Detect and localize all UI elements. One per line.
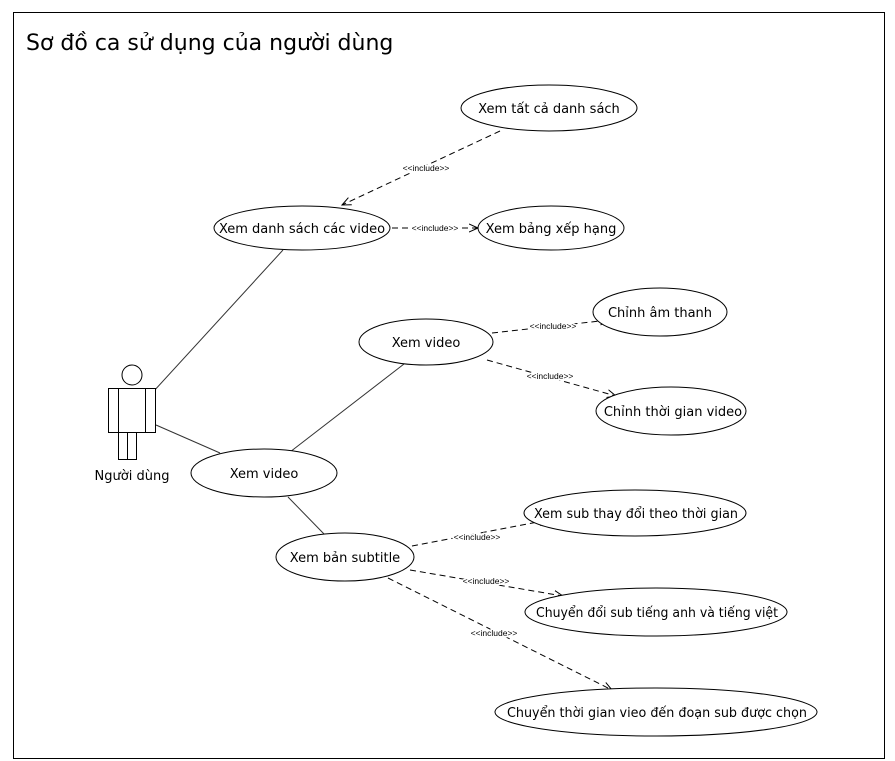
diagram-title: Sơ đồ ca sử dụng của người dùng xyxy=(26,31,393,56)
use-case-view-subtitle[interactable] xyxy=(275,532,415,582)
actor-user xyxy=(108,364,156,460)
use-case-label: Chuyển đổi sub tiếng anh và tiếng việt xyxy=(536,606,778,621)
include-arrow xyxy=(486,359,616,396)
use-case-view-video-list[interactable] xyxy=(213,205,391,251)
association-watch-video-subtitle xyxy=(287,496,326,536)
use-case-label: Chuyển thời gian vieo đến đoạn sub được … xyxy=(507,706,807,721)
use-case-label: Xem danh sách các video xyxy=(219,222,385,237)
use-case-sub-changes-over-time[interactable] xyxy=(523,489,747,537)
use-case-view-ranking[interactable] xyxy=(477,205,625,251)
include-arrow xyxy=(411,520,548,547)
use-case-view-all-lists[interactable] xyxy=(460,84,638,132)
include-label: <<include>> xyxy=(471,628,518,638)
include-arrow xyxy=(409,569,563,596)
use-case-label: Chỉnh âm thanh xyxy=(608,306,712,321)
include-arrow xyxy=(387,577,612,690)
use-case-switch-sub-language[interactable] xyxy=(524,587,788,637)
use-case-label: Xem tất cả danh sách xyxy=(478,102,620,117)
use-case-label: Xem video xyxy=(392,336,461,351)
association-watch-video-sub xyxy=(289,363,405,453)
use-case-label: Xem sub thay đổi theo thời gian xyxy=(534,507,738,522)
include-label: <<include>> xyxy=(463,576,510,586)
include-arrow xyxy=(342,130,501,205)
use-case-watch-video[interactable] xyxy=(190,448,338,498)
use-case-watch-video-sub[interactable] xyxy=(358,318,494,366)
include-label: <<include>> xyxy=(530,321,577,331)
association-actor-video-list xyxy=(152,249,284,393)
actor-head xyxy=(121,364,143,386)
use-case-adjust-video-time[interactable] xyxy=(595,386,747,436)
use-case-label: Xem bản subtitle xyxy=(290,551,400,566)
use-case-label: Xem bảng xếp hạng xyxy=(486,222,617,237)
use-case-jump-to-sub-segment[interactable] xyxy=(494,687,818,737)
actor-label: Người dùng xyxy=(95,469,170,484)
include-label: <<include>> xyxy=(454,532,501,542)
use-case-label: Chỉnh thời gian video xyxy=(604,405,742,420)
diagram-frame xyxy=(13,12,885,759)
include-label: <<include>> xyxy=(403,163,450,173)
association-actor-watch-video xyxy=(155,424,221,454)
include-label: <<include>> xyxy=(412,223,459,233)
actor-body xyxy=(108,388,156,433)
include-label: <<include>> xyxy=(527,371,574,381)
use-case-label: Xem video xyxy=(230,467,299,482)
use-case-adjust-sound[interactable] xyxy=(592,287,728,337)
